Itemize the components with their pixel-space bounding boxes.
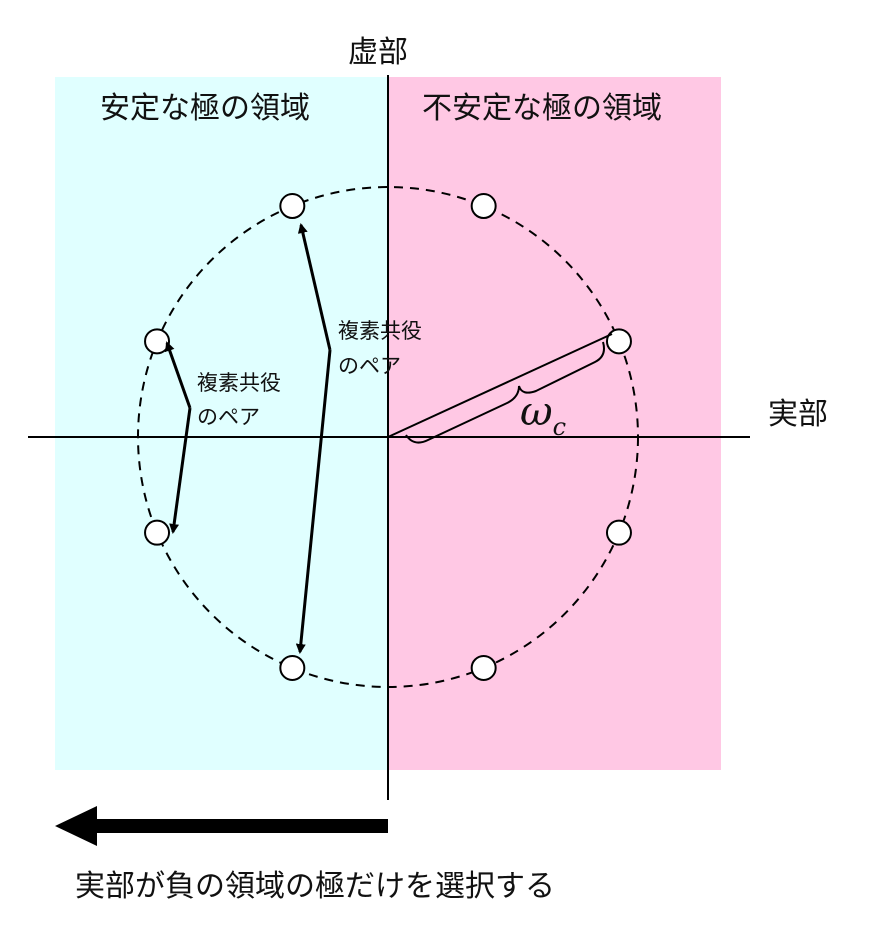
pair-label-left-2: のペア — [197, 405, 260, 429]
caption: 実部が負の領域の極だけを選択する — [75, 869, 555, 904]
omega-label: ωc — [520, 389, 566, 441]
pair-arrow — [169, 407, 192, 534]
pole-marker — [279, 654, 306, 681]
pole-marker — [605, 328, 632, 355]
real-axis-label: 実部 — [768, 397, 828, 432]
pole-marker — [605, 519, 632, 546]
pole-marker — [144, 328, 171, 355]
radius-brace — [405, 341, 605, 444]
pole-marker — [144, 519, 171, 546]
pair-arrow — [297, 223, 332, 351]
pole-marker — [470, 193, 497, 220]
pair-label-right-1: 複素共役 — [338, 319, 422, 343]
pair-label-right-2: のペア — [338, 354, 401, 378]
pair-arrow — [295, 349, 332, 654]
imag-axis-label: 虚部 — [348, 35, 408, 70]
radius-line — [387, 333, 613, 438]
omega-symbol: ω — [520, 389, 553, 435]
pair-arrow — [164, 341, 192, 409]
pole-marker — [470, 654, 497, 681]
omega-subscript: c — [553, 413, 566, 441]
direction-arrow — [55, 806, 388, 846]
stable-region-label: 安定な極の領域 — [100, 91, 310, 126]
pole-marker — [279, 193, 306, 220]
pair-label-left-1: 複素共役 — [197, 371, 281, 395]
unstable-region-label: 不安定な極の領域 — [422, 91, 662, 126]
